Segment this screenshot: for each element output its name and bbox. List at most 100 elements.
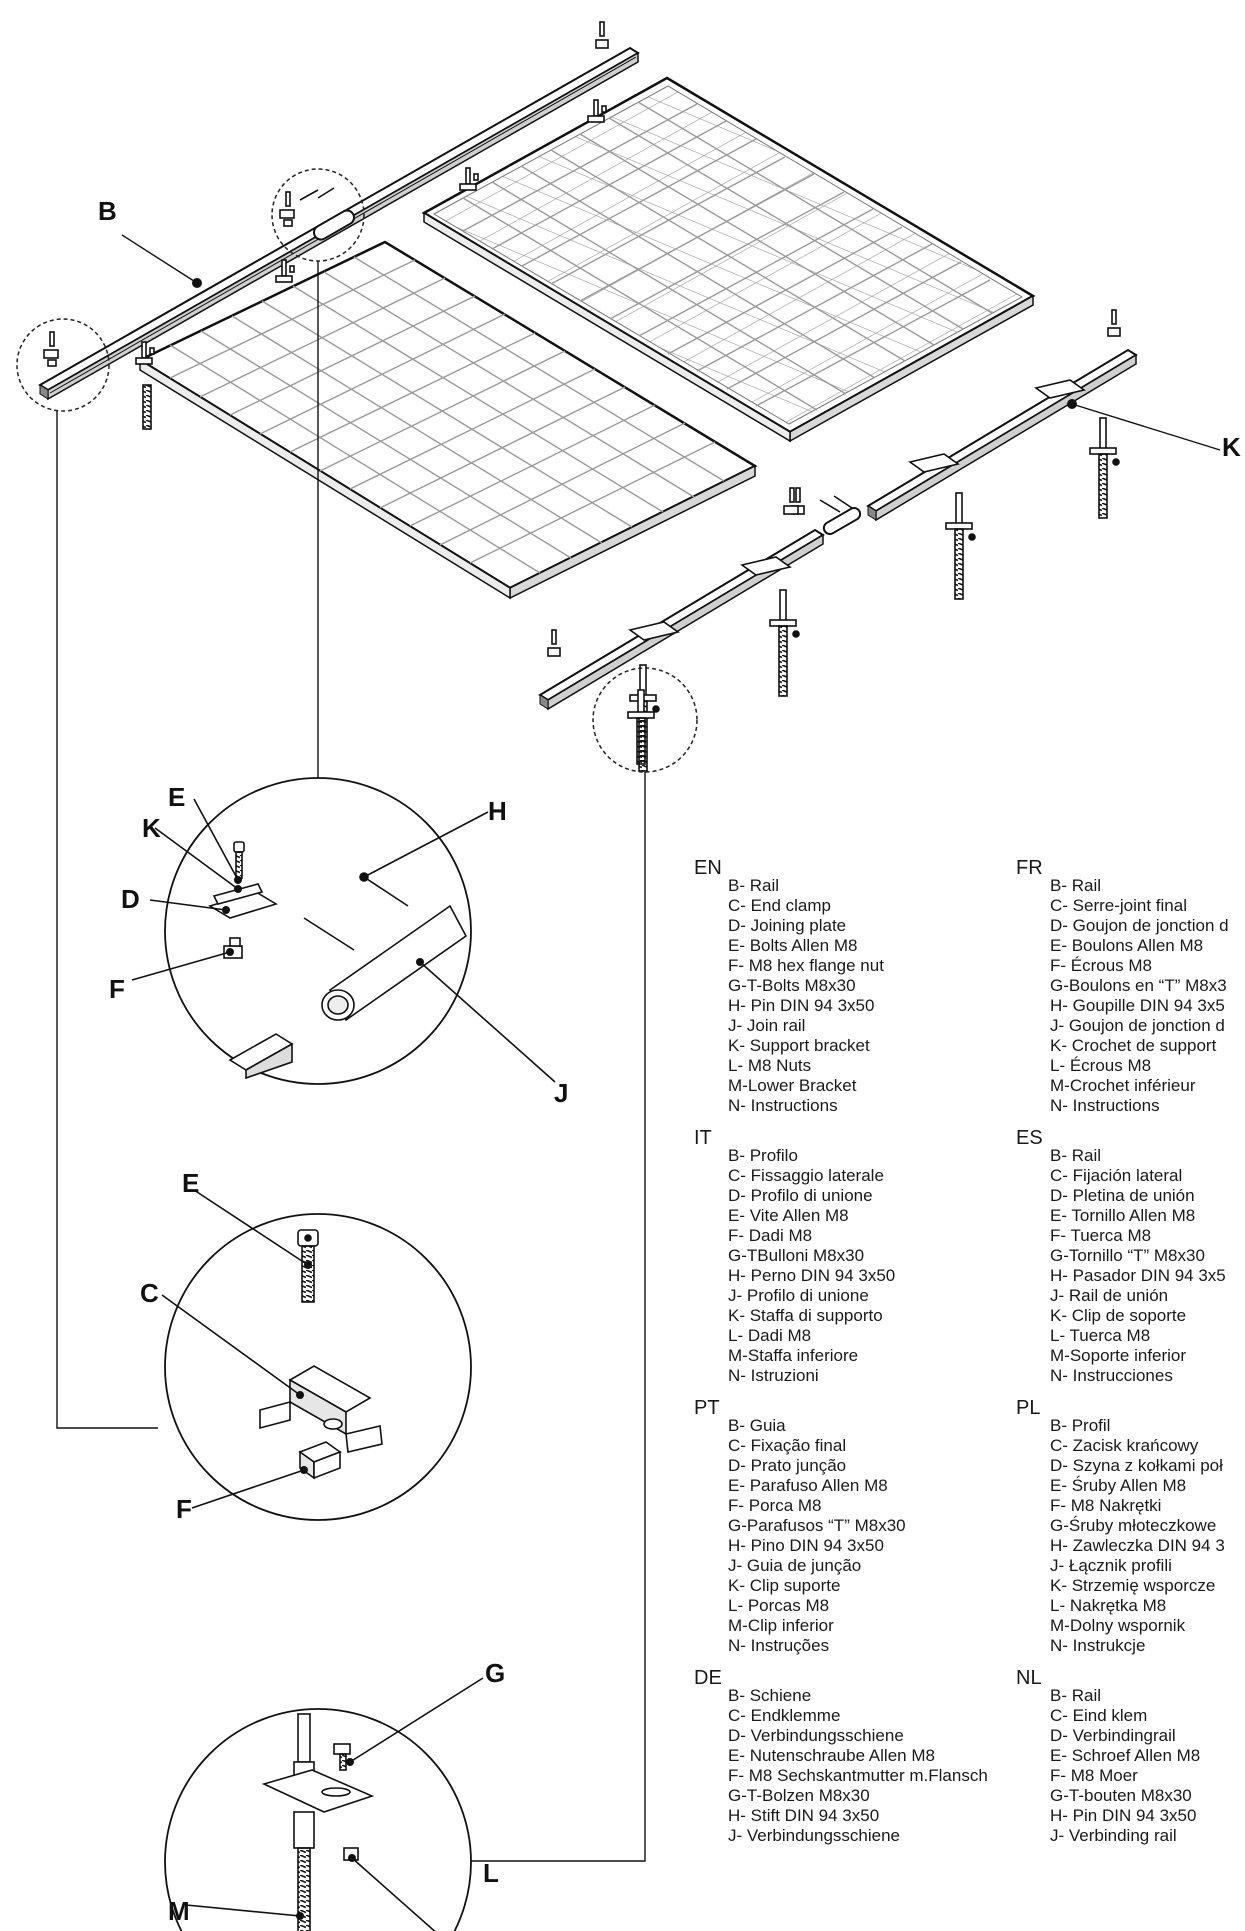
legend-list: B- Profilo C- Fissaggio laterale D- Prof… bbox=[728, 1146, 895, 1386]
legend-item: L- Porcas M8 bbox=[728, 1596, 830, 1615]
legend-item: C- Fijación lateral bbox=[1050, 1166, 1183, 1185]
legend-item: K- Clip de soporte bbox=[1050, 1306, 1187, 1325]
legend-item: E- Bolts Allen M8 bbox=[728, 936, 858, 955]
legend-item: J- Rail de unión bbox=[1050, 1286, 1169, 1305]
legend-item: H- Pin DIN 94 3x50 bbox=[1050, 1806, 1197, 1825]
legend-item: D- Goujon de jonction d bbox=[1050, 916, 1229, 935]
legend-item: L- Nakrętka M8 bbox=[1050, 1596, 1167, 1615]
legend-item: J- Guia de junção bbox=[728, 1556, 862, 1575]
legend-item: K- Strzemię wsporcze bbox=[1050, 1576, 1216, 1595]
legend-item: G-T-Bolzen M8x30 bbox=[728, 1786, 870, 1805]
legend-item: G-Śruby młoteczkowe bbox=[1050, 1516, 1217, 1535]
legend-item: J- Profilo di unione bbox=[728, 1286, 869, 1305]
legend-item: C- Eind klem bbox=[1050, 1706, 1148, 1725]
legend-item: F- Porca M8 bbox=[728, 1496, 822, 1515]
legend-item: K- Crochet de support bbox=[1050, 1036, 1217, 1055]
legend-item: F- M8 hex flange nut bbox=[728, 956, 884, 975]
legend-item: F- Écrous M8 bbox=[1050, 956, 1153, 975]
legend-item: C- End clamp bbox=[728, 896, 831, 915]
legend-item: B- Guia bbox=[728, 1416, 786, 1435]
legend-item: H- Perno DIN 94 3x50 bbox=[728, 1266, 896, 1285]
legend-item: E- Nutenschraube Allen M8 bbox=[728, 1746, 935, 1765]
brackets bbox=[135, 21, 1121, 657]
lang-code: ES bbox=[1016, 1127, 1043, 1149]
legend-item: L- Tuerca M8 bbox=[1050, 1326, 1151, 1345]
legend-item: G-Tornillo “T” M8x30 bbox=[1050, 1246, 1205, 1265]
callout-e-detail: E bbox=[168, 782, 186, 812]
legend-item: M-Lower Bracket bbox=[728, 1076, 857, 1095]
legend-item: F- M8 Nakrętki bbox=[1050, 1496, 1162, 1515]
legend-item: F- Tuerca M8 bbox=[1050, 1226, 1152, 1245]
legend-item: N- Instruções bbox=[728, 1636, 830, 1655]
callout-m: M bbox=[168, 1896, 190, 1926]
legend-item: J- Łącznik profili bbox=[1050, 1556, 1172, 1575]
legend-item: M-Dolny wspornik bbox=[1050, 1616, 1186, 1635]
legend-list: B- Rail C- End clamp D- Joining plate E-… bbox=[728, 876, 884, 1116]
legend-item: H- Zawleczka DIN 94 3 bbox=[1050, 1536, 1225, 1555]
legend-item: B- Profil bbox=[1050, 1416, 1111, 1435]
legend-item: D- Verbindingrail bbox=[1050, 1726, 1176, 1745]
callout-g: G bbox=[485, 1658, 506, 1688]
callout-b: B bbox=[98, 196, 117, 226]
legend-item: F- M8 Moer bbox=[1050, 1766, 1138, 1785]
lang-code: DE bbox=[694, 1667, 722, 1689]
legend-item: N- Instructions bbox=[728, 1096, 838, 1115]
callout-e-clamp: E bbox=[182, 1168, 200, 1198]
legend-item: G-TBulloni M8x30 bbox=[728, 1246, 865, 1265]
detail-circle-endclamp bbox=[164, 1213, 472, 1521]
lang-code: PL bbox=[1016, 1397, 1041, 1419]
legend-item: B- Rail bbox=[728, 876, 780, 895]
legend-item: E- Schroef Allen M8 bbox=[1050, 1746, 1201, 1765]
detail-circle-joining bbox=[164, 777, 472, 1085]
legend-item: N- Instrucciones bbox=[1050, 1366, 1173, 1385]
lang-code: FR bbox=[1016, 857, 1043, 879]
legend-item: M-Crochet inférieur bbox=[1050, 1076, 1196, 1095]
legend-item: F- Dadi M8 bbox=[728, 1226, 813, 1245]
legend-list: B- Rail C- Serre-joint final D- Goujon d… bbox=[1050, 876, 1229, 1116]
legend-item: G-Boulons en “T” M8x3 bbox=[1050, 976, 1227, 995]
circle-small-parts bbox=[43, 187, 853, 765]
legend-item: C- Serre-joint final bbox=[1050, 896, 1187, 915]
legend-item: D- Joining plate bbox=[728, 916, 847, 935]
legend-item: G-Parafusos “T” M8x30 bbox=[728, 1516, 906, 1535]
legend-item: C- Fissaggio laterale bbox=[728, 1166, 884, 1185]
join-rail-parts bbox=[313, 209, 862, 535]
legend-item: K- Clip suporte bbox=[728, 1576, 841, 1595]
legend-item: D- Szyna z kołkami poł bbox=[1050, 1456, 1223, 1475]
legend-item: H- Stift DIN 94 3x50 bbox=[728, 1806, 880, 1825]
lang-code: PT bbox=[694, 1397, 720, 1419]
legend-item: N- Instructions bbox=[1050, 1096, 1160, 1115]
legend-item: J- Join rail bbox=[728, 1016, 806, 1035]
legend-item: F- M8 Sechskantmutter m.Flansch bbox=[728, 1766, 988, 1785]
legend-item: L- Dadi M8 bbox=[728, 1326, 812, 1345]
legend-item: E- Vite Allen M8 bbox=[728, 1206, 849, 1225]
legend-item: K- Support bracket bbox=[728, 1036, 870, 1055]
legend-item: C- Endklemme bbox=[728, 1706, 841, 1725]
callout-l: L bbox=[483, 1858, 499, 1888]
legend-item: E- Śruby Allen M8 bbox=[1050, 1476, 1187, 1495]
legend-item: H- Goupille DIN 94 3x5 bbox=[1050, 996, 1225, 1015]
legend-item: G-T-bouten M8x30 bbox=[1050, 1786, 1192, 1805]
legend-item: D- Prato junção bbox=[728, 1456, 847, 1475]
legend-item: D- Profilo di unione bbox=[728, 1186, 873, 1205]
legend-item: N- Istruzioni bbox=[728, 1366, 819, 1385]
legend-item: B- Rail bbox=[1050, 876, 1102, 895]
legend-item: N- Instrukcje bbox=[1050, 1636, 1146, 1655]
legend-item: J- Verbinding rail bbox=[1050, 1826, 1177, 1845]
legend-item: L- M8 Nuts bbox=[728, 1056, 812, 1075]
callout-c: C bbox=[140, 1278, 159, 1308]
legend-item: E- Boulons Allen M8 bbox=[1050, 936, 1204, 955]
legend-item: J- Goujon de jonction d bbox=[1050, 1016, 1225, 1035]
detail-circle-lowerbracket bbox=[164, 1708, 472, 1931]
callout-k-top: K bbox=[1222, 432, 1241, 462]
support-clips bbox=[628, 379, 1086, 641]
legend-item: B- Profilo bbox=[728, 1146, 798, 1165]
legend-item: M-Staffa inferiore bbox=[728, 1346, 859, 1365]
legend-item: E- Tornillo Allen M8 bbox=[1050, 1206, 1196, 1225]
lang-code: EN bbox=[694, 857, 722, 879]
solar-panel-back bbox=[421, 76, 1036, 443]
legend-item: C- Zacisk krańcowy bbox=[1050, 1436, 1199, 1455]
callout-f-detail: F bbox=[109, 974, 125, 1004]
legend-item: D- Verbindungsschiene bbox=[728, 1726, 904, 1745]
solar-panel-front bbox=[137, 240, 758, 600]
